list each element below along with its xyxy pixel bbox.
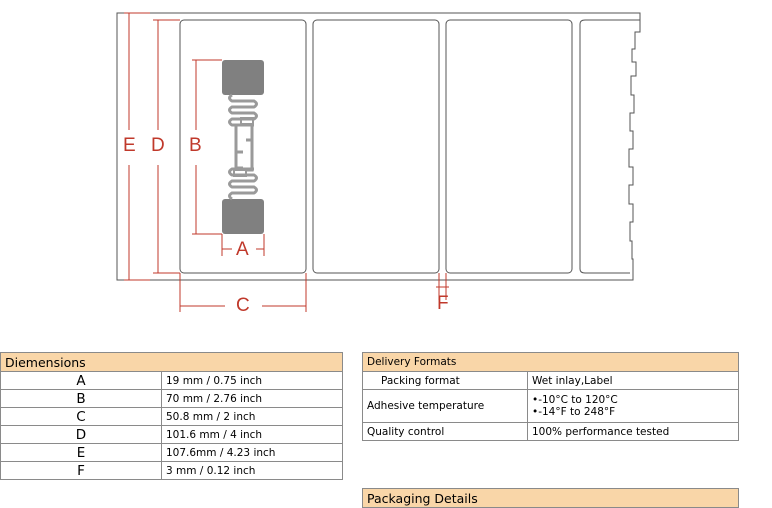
dim-letter: D — [0, 425, 162, 444]
dim-label-d: D — [151, 135, 165, 156]
delivery-value: 100% performance tested — [527, 422, 739, 441]
packaging-details-table: Packaging Details — [362, 488, 739, 508]
delivery-value-line: •-14°F to 248°F — [532, 406, 616, 418]
dim-value: 70 mm / 2.76 inch — [161, 389, 343, 408]
table-row: Packing format Wet inlay,Label — [362, 371, 739, 390]
label-4-partial — [579, 19, 640, 274]
dim-value: 50.8 mm / 2 inch — [161, 407, 343, 426]
delivery-header: Delivery Formats — [362, 352, 739, 372]
dim-letter: B — [0, 389, 162, 408]
delivery-label: Packing format — [362, 371, 528, 390]
delivery-label: Quality control — [362, 422, 528, 441]
dim-value: 101.6 mm / 4 inch — [161, 425, 343, 444]
dim-letter: A — [0, 371, 162, 390]
label-1 — [179, 19, 307, 274]
delivery-formats-table: Delivery Formats Packing format Wet inla… — [362, 352, 739, 441]
dim-label-b: B — [189, 135, 202, 156]
packaging-header: Packaging Details — [362, 488, 739, 508]
dim-value: 107.6mm / 4.23 inch — [161, 443, 343, 462]
delivery-value: Wet inlay,Label — [527, 371, 739, 390]
dim-label-e: E — [123, 135, 136, 156]
dim-letter: F — [0, 461, 162, 480]
dimensions-header: Diemensions — [0, 352, 343, 372]
dim-label-a: A — [236, 239, 249, 260]
dim-value: 3 mm / 0.12 inch — [161, 461, 343, 480]
delivery-value: •-10°C to 120°C •-14°F to 248°F — [527, 389, 739, 423]
liner-outline — [116, 12, 641, 281]
dim-value: 19 mm / 0.75 inch — [161, 371, 343, 390]
rfid-inlay — [222, 60, 264, 234]
dim-label-c: C — [236, 295, 250, 316]
label-roll-diagram — [116, 12, 641, 312]
table-row: Quality control 100% performance tested — [362, 422, 739, 441]
dim-letter: C — [0, 407, 162, 426]
dim-label-f: F — [437, 293, 449, 314]
dim-letter: E — [0, 443, 162, 462]
table-row: Adhesive temperature •-10°C to 120°C •-1… — [362, 389, 739, 423]
label-3 — [445, 19, 573, 274]
delivery-value-line: •-10°C to 120°C — [532, 394, 618, 406]
delivery-label: Adhesive temperature — [362, 389, 528, 423]
label-2 — [312, 19, 440, 274]
